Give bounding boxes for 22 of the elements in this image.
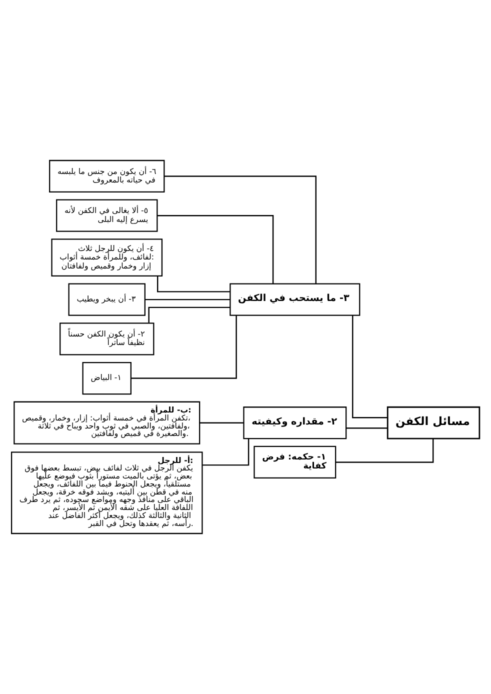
node-box: أ- للرجل: يكفن الرجل في ثلاث لفائف بيض، تبسط بعضها فوق بعض، ثم يؤتى بالميت مستوراً بثوب فيوضع عليها مستلقياً، ويجعل الحنوط فيما بين اللفائف، ويجعل منه في قطن بين أليتيه، ويشد فوقه خرقة، ويجعل الباقي على منافذ وجهه ومواضع سجوده، ثم يرد طرف اللفافة العليا على شقه الأيمن ثم الأيسر، ثم الثانية والثالثة كذلك، ويجعل أكثر الفاضل عند رأسه، ثم يعقدها وتحل في القبر.: [10, 452, 203, 534]
connector: [352, 315, 388, 418]
node-box: مسائل الكفن: [386, 406, 480, 440]
node-box: ٣- ما يستحب في الكفن: [230, 283, 360, 316]
node-box: ب- للمرأة: تكفن المرأة في خمسة أثواب: إزار، وخمار، وقميص، ولفافتين، والصبي في ثوب واحد ويباح في ثلاثة، والصغيرة في قميص ولفافتين.: [14, 401, 200, 444]
connector: [131, 315, 237, 379]
connector: [336, 438, 434, 463]
node-box: ٥- ألا يغالى في الكفن لأنه يسرع إليه البلى: [56, 199, 158, 232]
node-box: ٣- أن يبخر ويطيب: [68, 283, 146, 316]
node-box: ١- البياض: [82, 362, 132, 395]
connector: [157, 276, 230, 292]
node-box: ٦- أن يكون من جنس ما يلبسه في حياته بالمعروف: [49, 160, 165, 193]
node-box: ٢- أن يكون الكفن حسناً نظيفاً ساتراً: [60, 322, 154, 356]
connector: [200, 422, 244, 424]
node-box: ٢- مقداره وكيفيته: [243, 406, 347, 440]
connector: [346, 428, 388, 429]
connector: [164, 176, 317, 284]
connector: [202, 438, 250, 466]
node-box: ١- حكمه: فرض كفاية: [254, 446, 336, 479]
connector: [157, 214, 274, 284]
connector: [144, 298, 230, 300]
node-box: ٤- أن يكون للرجل ثلاث لفائف، وللمرأة خمسة أثواب: إزار وخمار وقميص ولفافتان: [51, 238, 163, 276]
